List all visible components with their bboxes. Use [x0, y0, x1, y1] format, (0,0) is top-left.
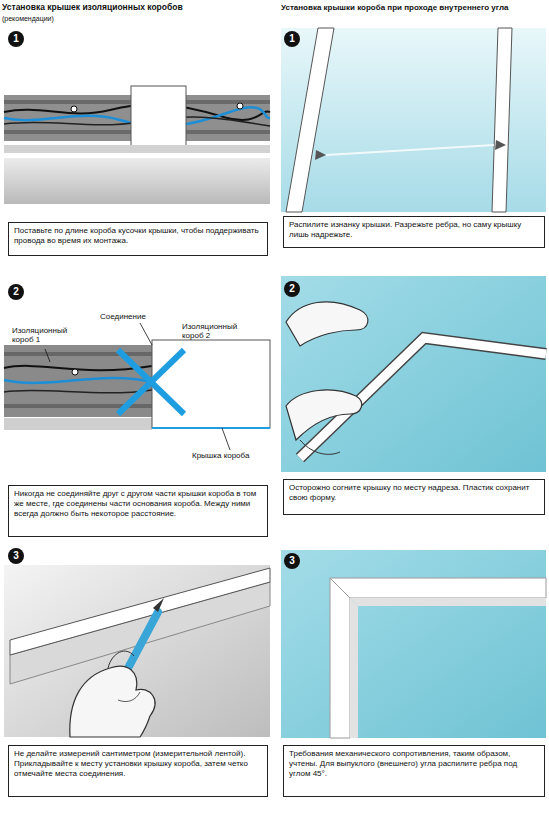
step-number: 1: [284, 31, 300, 47]
duct-joint: [152, 340, 270, 428]
finished-corner: [350, 598, 358, 738]
caption-box: Поставьте по длине короба кусочки крышки…: [8, 222, 268, 256]
step-digit: 3: [289, 556, 295, 566]
bending-cover: [281, 276, 546, 472]
duct-joint: [140, 323, 152, 345]
duct-joint: [4, 300, 270, 470]
caption-text: Требования механического сопротивления, …: [289, 749, 539, 778]
step-digit: 1: [13, 34, 19, 44]
caption-text: Осторожно согните крышку по месту надрез…: [289, 483, 539, 503]
marking-with-pencil: [153, 598, 164, 612]
cut-cover: [495, 140, 506, 150]
caption-text: Поставьте по длине короба кусочки крышки…: [14, 226, 262, 246]
bending-cover: [300, 440, 340, 454]
section-heading: (рекомендации): [2, 15, 122, 23]
duct-joint: [152, 427, 270, 429]
step-digit: 2: [13, 287, 19, 297]
duct-joint: [222, 428, 230, 450]
bending-cover: [286, 302, 368, 346]
duct-joint: [4, 366, 152, 370]
finished-corner: [330, 578, 546, 598]
step-digit: 3: [13, 551, 19, 561]
duct-with-cover-pieces: [4, 145, 270, 153]
part-label: Изоляционный короб 1: [12, 326, 84, 344]
marking-with-pencil: [118, 692, 140, 702]
marking-with-pencil: [4, 565, 270, 737]
caption-box: Осторожно согните крышку по месту надрез…: [283, 479, 545, 515]
bending-cover: [281, 276, 546, 472]
finished-corner: [330, 578, 350, 738]
marking-with-pencil: [70, 666, 155, 737]
duct-joint: [4, 418, 152, 430]
finished-corner: [281, 550, 546, 738]
section-heading: Установка крышки короба при проходе внут…: [281, 3, 549, 12]
duct-with-cover-pieces: [237, 103, 243, 109]
section-heading: Установка крышек изоляционных коробов: [2, 3, 272, 13]
caption-text: Никогда не соединяйте друг с другом част…: [14, 489, 262, 518]
duct-joint: [118, 350, 184, 414]
caption-box: Требования механического сопротивления, …: [283, 745, 545, 797]
bending-cover: [286, 390, 362, 440]
duct-joint: [45, 349, 50, 362]
finished-corner: [350, 598, 546, 606]
duct-joint: [118, 350, 184, 414]
cut-cover: [281, 28, 546, 212]
duct-with-cover-pieces: [4, 158, 270, 204]
caption-box: Распилите изнанку крышки. Разрежьте ребр…: [283, 216, 545, 248]
step-digit: 2: [289, 284, 295, 294]
part-label: Изоляционный короб 2: [182, 322, 254, 340]
caption-text: Не делайте измерений сантиметром (измери…: [14, 749, 262, 778]
duct-joint: [4, 378, 152, 383]
caption-box: Не делайте измерений сантиметром (измери…: [8, 745, 268, 797]
step-number: 3: [8, 548, 24, 564]
caption-text: Распилите изнанку крышки. Разрежьте ребр…: [289, 220, 539, 240]
caption-box: Никогда не соединяйте друг с другом част…: [8, 485, 268, 537]
cut-cover: [281, 28, 546, 212]
step-number: 2: [284, 281, 300, 297]
step-number: 3: [284, 553, 300, 569]
part-label: Крышка короба: [192, 451, 272, 460]
finished-corner: [281, 550, 546, 738]
duct-joint: [4, 390, 152, 393]
cut-cover: [315, 150, 326, 160]
step-number: 2: [8, 284, 24, 300]
duct-with-cover-pieces: [71, 106, 77, 112]
marking-with-pencil: [108, 651, 134, 668]
step-digit: 1: [289, 34, 295, 44]
cut-cover: [492, 28, 512, 212]
duct-joint: [72, 369, 78, 375]
duct-joint: [4, 352, 152, 356]
cut-cover: [326, 145, 494, 155]
part-label: Соединение: [100, 312, 170, 321]
cut-cover: [286, 28, 334, 212]
duct-with-cover-pieces: [4, 52, 270, 212]
duct-with-cover-pieces: [131, 86, 186, 148]
duct-with-cover-pieces: [4, 52, 270, 212]
step-number: 1: [8, 31, 24, 47]
marking-with-pencil: [4, 565, 270, 737]
duct-joint: [4, 300, 270, 470]
